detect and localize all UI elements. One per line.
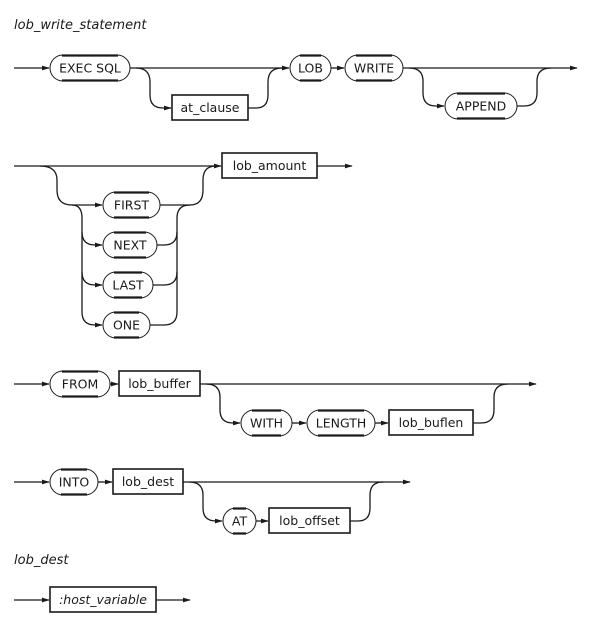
row-into: INTO lob_dest AT lob_offset [14, 468, 411, 535]
branch-up [160, 165, 217, 206]
choice-join [157, 231, 178, 246]
branch-down [135, 67, 172, 111]
terminal-at: AT [222, 507, 257, 535]
diagram-title-lob-dest: lob_dest [14, 553, 69, 568]
svg-text:WRITE: WRITE [354, 61, 394, 76]
svg-text:lob_dest: lob_dest [122, 474, 174, 489]
choice-branch [81, 231, 103, 248]
row-from: FROM lob_buffer WITH LENGTH lob_buflen [14, 370, 537, 437]
terminal-next: NEXT [102, 231, 158, 259]
svg-text:AT: AT [232, 514, 248, 529]
svg-text:FIRST: FIRST [114, 198, 149, 213]
branch-down [39, 165, 103, 208]
nonterminal-host-variable: :host_variable [49, 586, 157, 613]
svg-text:INTO: INTO [59, 475, 90, 490]
choice-rail-left [71, 204, 103, 328]
nonterminal-lob-buffer: lob_buffer [118, 370, 201, 397]
nonterminal-lob-dest: lob_dest [112, 468, 184, 495]
terminal-exec-sql: EXEC SQL [49, 54, 131, 82]
branch-down [408, 67, 445, 109]
terminal-one: ONE [102, 311, 151, 339]
choice-branch [81, 271, 103, 288]
svg-text:lob_buffer: lob_buffer [128, 376, 191, 391]
svg-text:LAST: LAST [112, 278, 144, 293]
branch-up [473, 383, 509, 424]
terminal-with: WITH [240, 409, 293, 437]
terminal-from: FROM [49, 370, 111, 398]
nonterminal-lob-buflen: lob_buflen [388, 409, 474, 436]
svg-text:EXEC SQL: EXEC SQL [59, 61, 121, 76]
terminal-into: INTO [49, 468, 99, 496]
nonterminal-lob-amount: lob_amount [221, 152, 318, 179]
row-amount: FIRST NEXT LAST ONE lob_amount [14, 152, 353, 339]
svg-text::host_variable: :host_variable [59, 592, 147, 607]
branch-down [188, 481, 223, 524]
svg-text:LOB: LOB [298, 61, 323, 76]
svg-text:lob_buflen: lob_buflen [399, 415, 464, 430]
terminal-write: WRITE [344, 54, 404, 82]
choice-rail-right [150, 204, 191, 326]
row-host: :host_variable [14, 586, 191, 613]
svg-text:WITH: WITH [250, 416, 283, 431]
terminal-length: LENGTH [306, 409, 376, 437]
nonterminal-lob-offset: lob_offset [268, 507, 351, 534]
row-exec: EXEC SQL at_clause LOB WRITE APP [14, 54, 578, 121]
svg-text:ONE: ONE [113, 318, 140, 333]
branch-up [350, 481, 384, 522]
branch-up [248, 67, 283, 109]
svg-text:LENGTH: LENGTH [316, 416, 367, 431]
terminal-first: FIRST [102, 191, 161, 219]
diagram-title-lob-write-statement: lob_write_statement [14, 18, 147, 33]
svg-text:lob_offset: lob_offset [279, 513, 340, 528]
choice-join [153, 271, 178, 286]
terminal-last: LAST [102, 271, 154, 299]
svg-text:lob_amount: lob_amount [233, 158, 307, 173]
svg-text:FROM: FROM [62, 377, 99, 392]
terminal-lob: LOB [289, 54, 332, 82]
terminal-append: APPEND [444, 92, 518, 120]
branch-up [517, 67, 552, 107]
branch-down [205, 383, 241, 426]
svg-text:NEXT: NEXT [113, 238, 147, 253]
svg-text:at_clause: at_clause [181, 100, 240, 115]
svg-text:APPEND: APPEND [456, 99, 507, 114]
nonterminal-at-clause: at_clause [171, 94, 249, 121]
